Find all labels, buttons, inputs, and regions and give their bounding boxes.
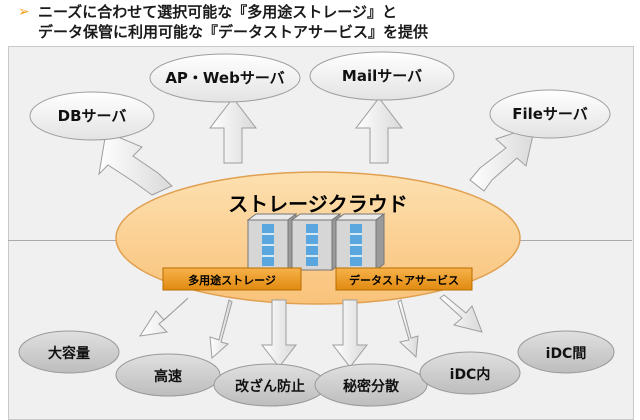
server-ellipses (29, 51, 611, 141)
up-arrows (98, 97, 536, 196)
down-arrow-secret (331, 299, 369, 368)
header: ➢ ニーズに合わせて選択可能な『多用途ストレージ』と データ保管に利用可能な『デ… (18, 2, 628, 42)
secret-label: 秘密分散 (343, 379, 399, 395)
down-arrows (138, 294, 483, 368)
db-server-label: DBサーバ (57, 107, 127, 125)
idc-in-ellipse (419, 351, 521, 395)
tag-right-label: データストアサービス (349, 274, 459, 287)
ap-web-server-ellipse (149, 53, 301, 103)
mail-server-ellipse (309, 51, 455, 101)
tag-left-label: 多用途ストレージ (188, 274, 276, 287)
file-server-ellipse (489, 89, 611, 139)
capacity-label: 大容量 (48, 346, 90, 362)
up-arrow-ap-web (208, 97, 258, 164)
db-server-ellipse (29, 91, 155, 141)
down-arrow-speed (209, 299, 233, 360)
feature-ellipses (18, 330, 615, 407)
idc-between-ellipse (517, 330, 615, 374)
up-arrow-file (469, 125, 536, 192)
idc-in-label: iDC内 (449, 367, 491, 383)
file-server-label: Fileサーバ (512, 105, 588, 123)
server-rack-icon (290, 213, 342, 271)
tag-left-box (162, 267, 302, 291)
up-arrow-db (98, 131, 173, 196)
server-rack-icon (334, 213, 386, 271)
capacity-ellipse (18, 330, 120, 374)
storage-cloud-title: ストレージクラウド (228, 192, 408, 216)
down-arrow-tamper (260, 299, 298, 368)
down-arrow-idc-in (397, 299, 419, 359)
idc-between-label: iDC間 (545, 346, 587, 362)
up-arrow-mail (354, 97, 404, 164)
bullet-arrow-icon: ➢ (18, 4, 30, 20)
server-rack-icons (246, 213, 386, 271)
secret-ellipse (314, 363, 428, 407)
down-arrow-capacity (138, 297, 189, 337)
tamper-label: 改ざん防止 (235, 379, 305, 395)
down-arrow-idc-between (439, 294, 483, 333)
mail-server-label: Mailサーバ (341, 67, 423, 85)
tag-right-box (335, 267, 473, 291)
speed-label: 高速 (154, 369, 182, 385)
ap-web-server-label: AP・Webサーバ (165, 69, 285, 87)
server-rack-icon (246, 213, 298, 271)
header-line-1: ニーズに合わせて選択可能な『多用途ストレージ』と (38, 3, 397, 21)
header-line-2: データ保管に利用可能な『データストアサービス』を提供 (38, 23, 429, 41)
